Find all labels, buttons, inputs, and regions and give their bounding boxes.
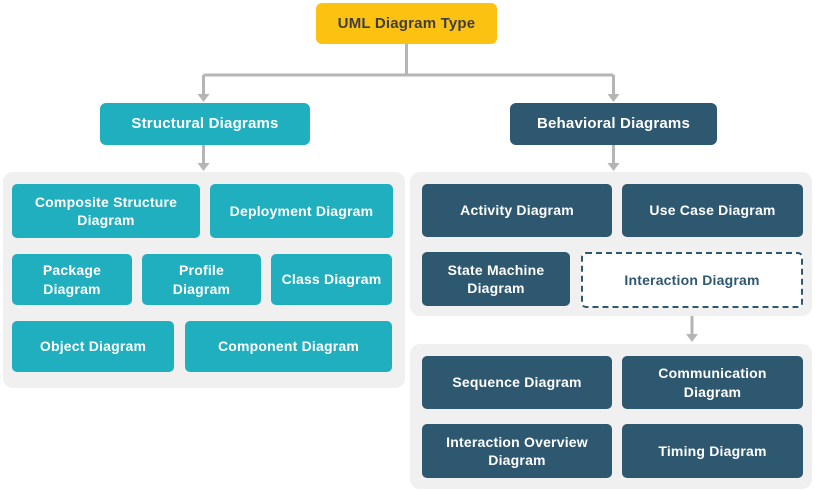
node-state-machine-diagram[interactable]: State Machine Diagram [422, 252, 570, 306]
arrowhead-interaction-panel [686, 334, 698, 342]
node-composite-structure-diagram[interactable]: Composite Structure Diagram [12, 184, 200, 238]
node-behavioral-diagrams[interactable]: Behavioral Diagrams [510, 103, 717, 145]
node-deployment-diagram[interactable]: Deployment Diagram [210, 184, 393, 238]
node-profile-diagram[interactable]: Profile Diagram [142, 254, 261, 305]
node-object-diagram[interactable]: Object Diagram [12, 321, 174, 372]
arrowhead-structural [197, 94, 210, 102]
node-interaction-overview-diagram[interactable]: Interaction Overview Diagram [422, 424, 612, 478]
node-sequence-diagram[interactable]: Sequence Diagram [422, 356, 612, 409]
arrowhead-behavioral [607, 94, 620, 102]
node-communication-diagram[interactable]: Communication Diagram [622, 356, 803, 409]
node-interaction-diagram[interactable]: Interaction Diagram [581, 252, 803, 308]
node-component-diagram[interactable]: Component Diagram [185, 321, 392, 372]
arrowhead-behavioral-panel [607, 163, 620, 171]
node-timing-diagram[interactable]: Timing Diagram [622, 424, 803, 478]
node-uml-diagram-type[interactable]: UML Diagram Type [316, 3, 497, 44]
node-activity-diagram[interactable]: Activity Diagram [422, 184, 612, 237]
node-structural-diagrams[interactable]: Structural Diagrams [100, 103, 310, 145]
node-class-diagram[interactable]: Class Diagram [271, 254, 392, 305]
arrowhead-structural-panel [197, 163, 210, 171]
node-use-case-diagram[interactable]: Use Case Diagram [622, 184, 803, 237]
node-package-diagram[interactable]: Package Diagram [12, 254, 132, 305]
